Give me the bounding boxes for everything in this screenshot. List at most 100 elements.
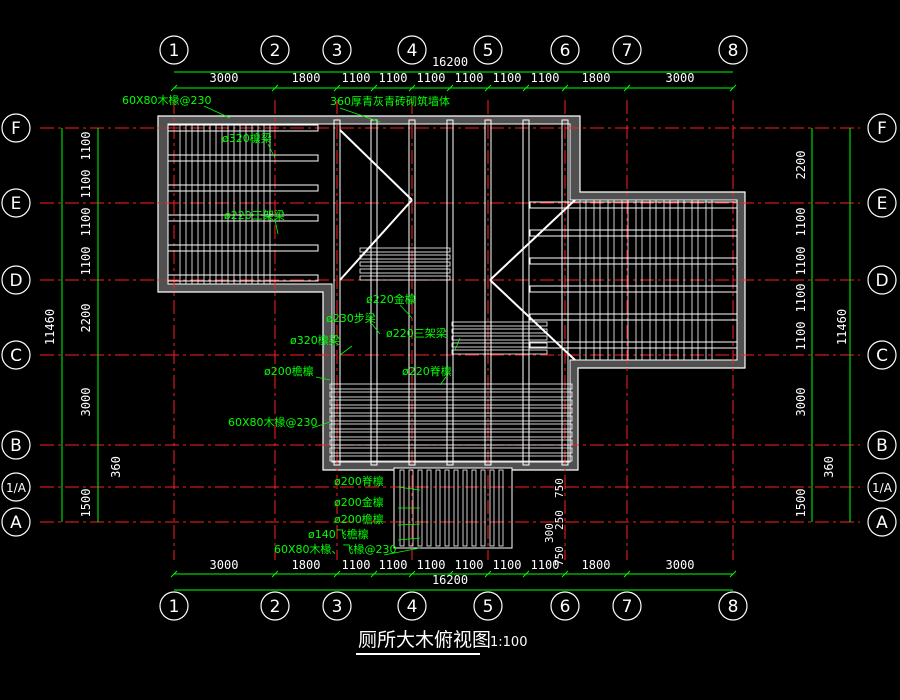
main-beam: [446, 119, 454, 466]
axis-label-row-D: D: [875, 271, 888, 291]
column-axis-bubbles-bottom: 1 2 3 4 5 6 7 8: [159, 591, 748, 621]
axis-bubble: [1, 472, 31, 502]
small-dim: 750: [553, 546, 566, 566]
top-dim: 1100: [455, 71, 484, 85]
dim-tick: [271, 570, 279, 578]
main-beam: [522, 119, 530, 466]
rafter: [607, 199, 615, 361]
note-eave-purlin-200-b: ø200檐檩: [334, 512, 384, 526]
note-leader: [339, 107, 381, 123]
note-leader: [397, 537, 421, 541]
axis-bubble: [1, 507, 31, 537]
left-dim: 1500: [79, 489, 93, 518]
axis-label-row-B: B: [876, 436, 888, 456]
right-dim: 1100: [794, 208, 808, 237]
axis-bubble: [159, 35, 189, 65]
axis-bubble: [397, 35, 427, 65]
right-dim: 360: [822, 456, 836, 478]
rafter: [635, 199, 643, 361]
axis-label-row-F: F: [877, 119, 887, 139]
purlin: [329, 383, 573, 390]
note-rafter-top: 60X80木椽@230: [122, 94, 212, 107]
note-leader: [397, 523, 421, 526]
note-wall: 360厚青灰青砖砌筑墙体: [330, 94, 450, 108]
dim-tick: [729, 570, 737, 578]
purlin: [529, 257, 738, 265]
rafter: [203, 123, 211, 285]
top-dim: 1800: [292, 71, 321, 85]
purlin: [451, 335, 548, 341]
left-dim: 1100: [79, 208, 93, 237]
top-dim: 1100: [493, 71, 522, 85]
axis-label-row-E: E: [11, 194, 22, 214]
dim-tick: [446, 84, 454, 92]
dim-tick: [271, 84, 279, 92]
note-leader: [315, 376, 331, 381]
note-ridge-220: ø220脊檩: [402, 364, 452, 378]
top-dim: 1100: [417, 71, 446, 85]
axis-label-col-1: 1: [169, 41, 180, 61]
purlin: [329, 439, 573, 446]
note-purlin-220: ø220金檩: [366, 292, 416, 306]
hip-rafter: [339, 199, 413, 281]
bottom-dim: 3000: [210, 558, 239, 572]
axis-label-col-5: 5: [483, 597, 494, 617]
right-dim: 3000: [794, 388, 808, 417]
axis-label-col-6: 6: [560, 597, 571, 617]
left-dim: 1100: [79, 170, 93, 199]
purlin: [167, 274, 319, 282]
dim-tick: [408, 570, 416, 578]
axis-label-row-A: A: [10, 513, 22, 533]
note-leader: [371, 323, 381, 335]
bottom-total-dim: 16200: [432, 573, 468, 587]
purlin: [359, 275, 451, 281]
main-beam: [408, 119, 416, 466]
bottom-dim: 1100: [379, 558, 408, 572]
axis-bubble: [550, 591, 580, 621]
note-beam-320-a: ø320檩梁: [222, 131, 272, 145]
axis-label-col-8: 8: [728, 597, 739, 617]
bottom-dim: 1100: [531, 558, 560, 572]
axis-bubble: [867, 265, 897, 295]
purlin: [329, 455, 573, 462]
small-dim: 750: [553, 478, 566, 498]
rafter: [453, 469, 459, 547]
right-dim: 1100: [794, 322, 808, 351]
left-total-dim: 11460: [43, 309, 57, 345]
purlin: [529, 229, 738, 237]
note-purlin-200: ø200金檩: [334, 495, 384, 509]
right-dimension-texts: 2200 1100 1100 1100 1100 3000 360 1500 1…: [794, 151, 849, 518]
axis-bubble: [867, 188, 897, 218]
purlin: [329, 423, 573, 430]
axis-label-row-B: B: [10, 436, 22, 456]
axis-bubble: [867, 113, 897, 143]
axis-label-col-7: 7: [622, 41, 633, 61]
rafter: [239, 123, 247, 285]
purlin: [359, 247, 451, 253]
axis-label-row-1A: 1/A: [872, 481, 893, 495]
rafter: [498, 469, 504, 547]
axis-bubble: [612, 591, 642, 621]
purlin: [167, 214, 319, 222]
note-leader: [274, 219, 279, 235]
axis-label-row-D: D: [9, 271, 22, 291]
rafter: [705, 199, 713, 361]
left-dim: 1100: [79, 247, 93, 276]
axis-bubble: [1, 188, 31, 218]
dim-tick: [484, 570, 492, 578]
drawing-title: 厕所大木俯视图: [358, 629, 491, 651]
axis-label-row-1A: 1/A: [6, 481, 27, 495]
left-dim: 2200: [79, 304, 93, 333]
axis-label-col-5: 5: [483, 41, 494, 61]
purlin: [329, 407, 573, 414]
axis-bubble: [159, 591, 189, 621]
hip-rafter: [339, 129, 413, 201]
dim-tick: [522, 570, 530, 578]
note-leader: [203, 105, 231, 119]
note-rafter-bottom: 60X80木椽、飞椽@230: [274, 543, 397, 556]
rafter: [480, 469, 486, 547]
axis-bubble: [322, 35, 352, 65]
purlin: [329, 415, 573, 422]
dim-tick: [370, 570, 378, 578]
axis-label-row-C: C: [876, 346, 888, 366]
